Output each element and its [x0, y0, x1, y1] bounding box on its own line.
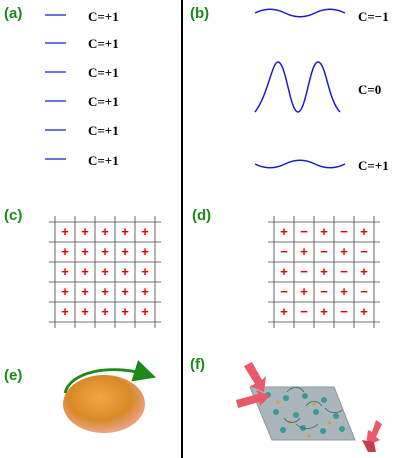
laser-arrow-left [236, 390, 270, 408]
lattice-sign: + [320, 304, 328, 319]
lattice-sign: + [101, 284, 109, 299]
rotation-arrow [63, 360, 157, 394]
lattice-sign: + [61, 264, 69, 279]
lattice-sign: − [360, 284, 368, 299]
atom [293, 412, 299, 418]
lattice-sign: + [121, 304, 129, 319]
lattice-sign: + [141, 284, 149, 299]
panel-b-label: (b) [190, 5, 209, 22]
atom [339, 426, 345, 432]
chern-label: C=+1 [358, 158, 389, 173]
lattice-sign: − [320, 244, 328, 259]
lattice-sign: + [340, 284, 348, 299]
atom [283, 395, 289, 401]
lattice-sign: + [81, 304, 89, 319]
atom [333, 413, 339, 419]
chern-label: C=+1 [88, 36, 119, 51]
panel-e-label: (e) [4, 367, 22, 384]
lattice-sign: + [121, 284, 129, 299]
lattice-sign: + [360, 224, 368, 239]
rotating-disc [63, 375, 145, 433]
lattice-sign: + [61, 244, 69, 259]
chern-label: C=+1 [88, 123, 119, 138]
lattice-sign: − [340, 224, 348, 239]
lattice-sign: + [320, 224, 328, 239]
lattice-sign: + [141, 304, 149, 319]
lattice-sign: − [300, 224, 308, 239]
lattice-sign: − [320, 284, 328, 299]
lattice-sign: + [280, 304, 288, 319]
lattice-sign: + [320, 264, 328, 279]
lattice-sign: + [81, 264, 89, 279]
lattice-sign: + [81, 244, 89, 259]
lattice-sign: − [340, 264, 348, 279]
lattice-sign: + [121, 264, 129, 279]
lattice-sign: − [300, 264, 308, 279]
panel-c-lattice: + + + + + + + + + + + + + + + + + + + + + + + + + [49, 216, 161, 328]
atom [328, 421, 332, 425]
lattice-sign: + [280, 264, 288, 279]
chern-label: C=+1 [88, 94, 119, 109]
lattice-sign: + [121, 224, 129, 239]
lattice-sign: + [280, 224, 288, 239]
panel-b-band-bottom [254, 159, 346, 169]
panel-a-label: (a) [4, 5, 22, 22]
laser-arrows [236, 362, 382, 452]
lattice-sign: + [61, 224, 69, 239]
lattice-sign: + [101, 264, 109, 279]
laser-arrow-lower [366, 420, 382, 446]
lattice-sign: + [81, 284, 89, 299]
lattice-sign: − [340, 304, 348, 319]
panel-b-band-middle [254, 61, 341, 113]
panel-f-label: (f) [190, 356, 205, 373]
chern-label: C=+1 [88, 65, 119, 80]
laser-arrow-upper [244, 362, 266, 392]
atom [302, 393, 308, 399]
lattice-sign: − [280, 284, 288, 299]
lattice-sign: + [141, 224, 149, 239]
lattice-sign: + [121, 244, 129, 259]
chern-label: C=+1 [88, 153, 119, 168]
lattice-sign: + [61, 284, 69, 299]
lattice-sign: + [141, 264, 149, 279]
atom [321, 397, 327, 403]
lattice-sign: + [360, 264, 368, 279]
lattice-sign: + [300, 244, 308, 259]
lattice-sign: + [101, 224, 109, 239]
panel-d-label: (d) [192, 207, 211, 224]
atom [307, 434, 311, 438]
atom-array [265, 392, 345, 438]
lattice-sign: + [61, 304, 69, 319]
lattice-sign: + [360, 304, 368, 319]
chern-label: C=−1 [358, 9, 389, 24]
panel-a-lines [45, 14, 66, 160]
chern-label: C=0 [358, 82, 381, 97]
atom [273, 409, 279, 415]
lattice-sign: + [340, 244, 348, 259]
panel-d-lattice: +−+−+−+−+−+−+−+−+−+−+−+−+ [268, 216, 380, 328]
lattice-sign: + [101, 304, 109, 319]
lattice-sign: − [360, 244, 368, 259]
panel-c-label: (c) [4, 207, 22, 224]
panel-b-band-top [254, 8, 346, 18]
lattice-sign: − [300, 304, 308, 319]
atom [313, 409, 319, 415]
chern-label: C=+1 [88, 9, 119, 24]
lattice-sign: + [101, 244, 109, 259]
atom [280, 427, 286, 433]
lattice-sign: + [300, 284, 308, 299]
lattice-sign: + [141, 244, 149, 259]
panel-a-labels: C=+1 C=+1 C=+1 C=+1 C=+1 C=+1 [88, 9, 119, 168]
atom [312, 402, 316, 406]
lattice-sign: − [280, 244, 288, 259]
atom [320, 428, 326, 434]
optical-lattice-plane [249, 386, 356, 441]
atom [276, 400, 280, 404]
tunneling-arrows [283, 387, 343, 429]
lattice-sign: + [81, 224, 89, 239]
laser-arrow-lower-back [362, 440, 376, 452]
